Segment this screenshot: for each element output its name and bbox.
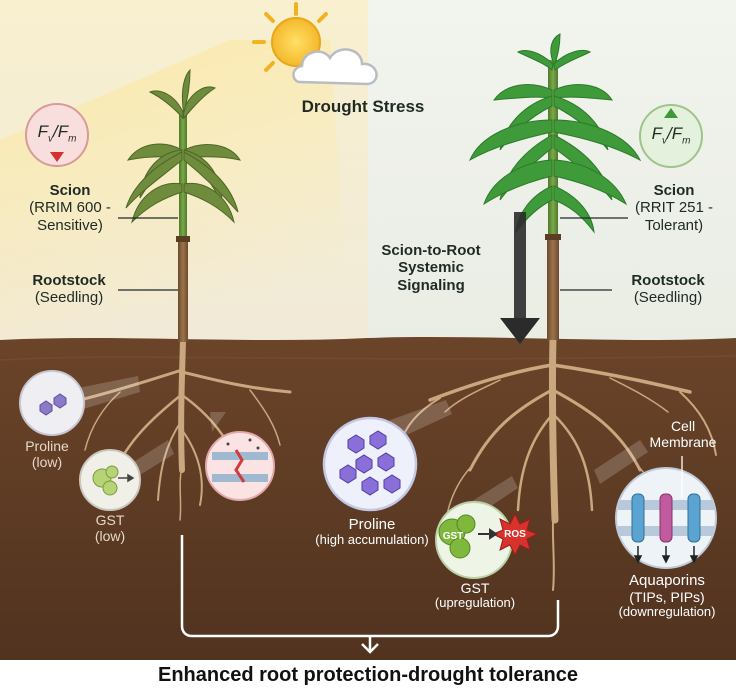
left-graft-union — [176, 236, 190, 242]
left-scion-detail-2: Sensitive) — [37, 216, 103, 234]
right-gst-label: GST — [460, 580, 490, 596]
left-proline-label: Proline — [25, 438, 69, 454]
left-membrane-callout — [210, 412, 226, 432]
signaling-line-1: Scion-to-Root — [381, 242, 481, 259]
left-rootstock-block: Rootstock (Seedling) — [14, 272, 124, 307]
left-rootstock-label: Rootstock — [32, 272, 106, 289]
gst-enzyme-icon — [438, 514, 476, 559]
membrane-line-1: Cell — [670, 418, 696, 434]
left-proline-level: (low) — [31, 454, 63, 471]
left-proline-inset — [19, 370, 85, 436]
right-rootstock-detail: (Seedling) — [633, 289, 703, 307]
fvfm-num-sub: v — [661, 135, 667, 147]
fvfm-slash: / — [52, 122, 58, 141]
up-arrow-icon — [664, 108, 678, 118]
membrane-line-2: Membrane — [649, 434, 717, 451]
cloud-icon — [292, 48, 378, 86]
left-scion-label: Scion — [49, 182, 91, 199]
right-leaves — [468, 33, 642, 234]
right-gst-arrow — [478, 528, 498, 540]
right-proline-label: Proline — [348, 516, 396, 533]
down-arrow-icon — [50, 152, 64, 162]
proline-molecule-icon — [339, 430, 401, 496]
left-rootstock-detail: (Seedling) — [34, 289, 104, 307]
gst-enzyme-icon — [92, 465, 119, 496]
right-gst-level: (upregulation) — [434, 595, 516, 611]
aquaporin-block: Aquaporins (TIPs, PIPs) (downregulation) — [602, 572, 732, 620]
aquaporin-channel-icon — [618, 493, 714, 564]
fvfm-denominator: F — [671, 124, 683, 143]
right-fvfm-badge — [639, 104, 703, 168]
left-root-system — [78, 337, 292, 521]
fvfm-den-sub: m — [682, 135, 691, 147]
right-scion-detail-2: Tolerant) — [644, 216, 704, 234]
right-proline-block: Proline (high accumulation) — [290, 516, 454, 548]
title: Drought Stress — [301, 97, 425, 116]
left-scion-block: Scion (RRIM 600 - Sensitive) — [10, 182, 130, 234]
left-leaves — [125, 68, 242, 224]
aquaporin-types: (TIPs, PIPs) — [629, 589, 705, 606]
right-gst-block: GST (upregulation) — [420, 580, 530, 611]
right-scion-label: Scion — [653, 182, 695, 199]
left-plant — [78, 68, 292, 521]
signaling-label: Scion-to-Root Systemic Signaling — [366, 242, 496, 294]
membrane-block: Cell Membrane — [638, 418, 728, 450]
left-fvfm-badge — [25, 103, 89, 167]
signaling-line-2: Systemic — [398, 259, 464, 277]
left-gst-arrow — [118, 473, 135, 483]
right-rootstock-stem — [547, 236, 559, 340]
left-gst-label: GST — [95, 512, 125, 528]
ros-burst-icon — [491, 512, 539, 557]
ros-badge: ROS — [504, 529, 526, 540]
gst-badge: GST — [442, 531, 464, 542]
fvfm-numerator: F — [37, 122, 48, 141]
fvfm-num-sub: v — [47, 133, 53, 145]
left-fvfm-label: Fv/Fm — [30, 122, 84, 145]
right-scion-block: Scion (RRIT 251 - Tolerant) — [618, 182, 730, 234]
damaged-membrane-icon — [212, 438, 268, 483]
left-gst-level: (low) — [94, 528, 126, 545]
left-gst-block: GST (low) — [78, 512, 142, 544]
right-aquaporin-callout — [594, 440, 648, 484]
left-scion-detail-1: (RRIM 600 - — [29, 199, 111, 217]
fvfm-denominator: F — [57, 122, 69, 141]
right-root-system — [399, 334, 717, 591]
right-proline-level: (high accumulation) — [315, 532, 429, 548]
proline-molecule-icon — [39, 393, 67, 416]
left-scion-stem — [179, 110, 187, 240]
right-scion-stem — [548, 60, 558, 238]
left-rootstock-stem — [178, 238, 188, 342]
aquaporin-level: (downregulation) — [618, 604, 716, 620]
right-scion-detail-1: (RRIT 251 - — [634, 199, 714, 217]
signaling-line-3: Signaling — [397, 276, 465, 294]
footer-caption: Enhanced root protection-drought toleran… — [157, 664, 578, 686]
fvfm-den-sub: m — [68, 133, 77, 145]
soil-texture — [0, 355, 736, 361]
left-proline-block: Proline (low) — [12, 438, 82, 470]
right-graft-union — [545, 234, 561, 240]
fvfm-slash: / — [666, 124, 672, 143]
right-fvfm-label: Fv/Fm — [644, 124, 698, 147]
signaling-arrow — [500, 212, 540, 344]
bottom-bracket-arrowhead — [361, 643, 379, 654]
right-plant — [399, 33, 717, 591]
aquaporin-label: Aquaporins — [629, 572, 705, 589]
left-proline-callout — [78, 376, 140, 410]
right-rootstock-label: Rootstock — [631, 272, 705, 289]
right-rootstock-block: Rootstock (Seedling) — [612, 272, 724, 307]
fvfm-numerator: F — [651, 124, 662, 143]
footer-band — [0, 660, 736, 694]
